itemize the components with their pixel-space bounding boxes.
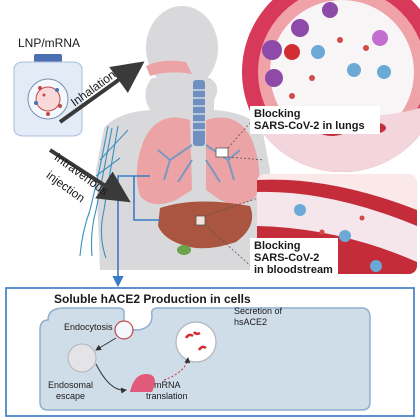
liver-zoom-square	[195, 215, 206, 226]
endosome	[67, 343, 97, 373]
lnp-label: LNP/mRNA	[18, 36, 81, 50]
escape-label-1: Endosomal	[48, 380, 94, 390]
escape-arrow	[95, 363, 127, 394]
hsace2-protein-a	[184, 333, 194, 339]
endocytosis-arrow	[95, 337, 117, 351]
translation-label-1: mRNA	[154, 380, 181, 390]
endocytosis-lnp	[114, 320, 134, 340]
lungs-caption-bg	[250, 106, 380, 134]
blood-caption-1: Blocking	[254, 240, 301, 252]
liver-zoom-line-bottom	[204, 224, 263, 277]
blood-caption-bg	[250, 238, 338, 278]
ribosome-mrna	[130, 374, 155, 392]
blood-caption-2: SARS-CoV-2	[254, 252, 320, 264]
bloodstream-inset	[257, 174, 417, 274]
secretion-label-1: Secretion of	[234, 306, 283, 316]
nasal-passage	[146, 60, 192, 76]
hsace2-protein-c	[192, 331, 201, 336]
endocytosis-label: Endocytosis	[64, 322, 113, 332]
secretion-label-2: hsACE2	[234, 317, 268, 327]
lungs-caption-2: SARS-CoV-2 in lungs	[254, 120, 365, 132]
trachea	[193, 80, 205, 146]
iv-arrow	[48, 148, 131, 203]
translation-label-2: translation	[146, 391, 188, 401]
lungs-caption-1: Blocking	[254, 108, 301, 120]
liver-pointer	[133, 176, 160, 221]
inhalation-arrow	[58, 61, 145, 124]
panel-title: Soluble hACE2 Production in cells	[54, 292, 251, 306]
liver-zoom-line-top	[204, 197, 259, 217]
secretion-vesicle	[175, 321, 217, 363]
blood-caption-3: in bloodstream	[254, 264, 333, 276]
gallbladder	[177, 245, 191, 255]
hsace2-protein-b	[197, 345, 207, 351]
lung-zoom-square	[215, 147, 229, 158]
lung-inset	[242, 0, 420, 172]
escape-label-2: escape	[56, 391, 86, 401]
lungs	[136, 117, 260, 205]
